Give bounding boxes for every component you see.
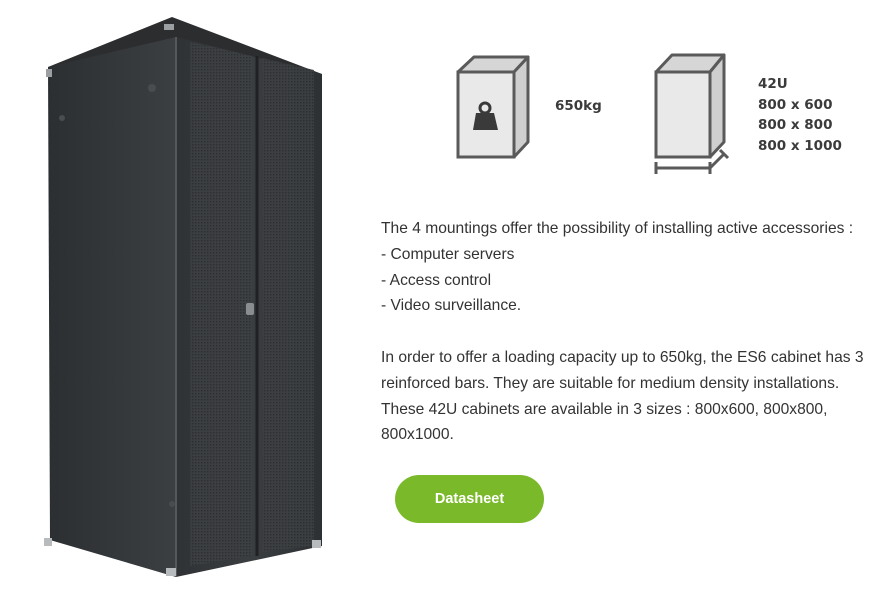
datasheet-button[interactable]: Datasheet (395, 475, 544, 523)
weight-spec: 650kg (555, 96, 602, 117)
description-line: 800x1000. (381, 426, 454, 444)
size-line: 800 x 800 (758, 117, 833, 133)
list-item: - Video surveillance. (381, 297, 522, 315)
description-line: These 42U cabinets are available in 3 si… (381, 400, 828, 418)
size-line: 42U (758, 76, 788, 92)
datasheet-button-label: Datasheet (434, 491, 505, 507)
description-intro: The 4 mountings offer the possibility of… (381, 220, 854, 237)
size-line: 800 x 1000 (758, 137, 842, 154)
paragraph-spacer (381, 319, 879, 345)
server-cabinet-image (44, 17, 322, 577)
description-line: reinforced bars. They are suitable for m… (381, 374, 840, 392)
list-item: - Computer servers (381, 245, 515, 263)
product-description: The 4 mountings offer the possibility of… (381, 216, 879, 448)
size-box-icon (654, 53, 730, 174)
weight-label: 650kg (555, 98, 602, 114)
list-item: - Access control (381, 271, 492, 289)
weight-box-icon (456, 55, 530, 159)
description-line: In order to offer a loading capacity up … (381, 348, 864, 366)
size-line: 800 x 600 (758, 96, 833, 113)
size-spec: 42U 800 x 600 800 x 800 800 x 1000 (758, 74, 842, 156)
